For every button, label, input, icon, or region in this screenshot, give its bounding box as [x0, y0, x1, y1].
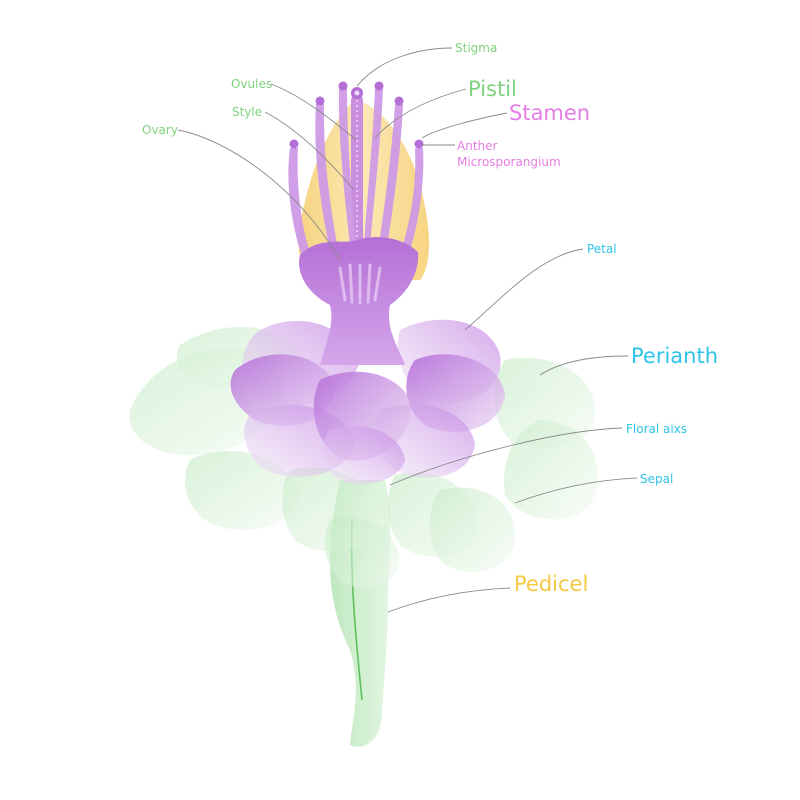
label-petal: Petal [587, 242, 617, 256]
petals-shape [230, 319, 505, 484]
label-ovary: Ovary [142, 123, 178, 137]
label-microsporangium: Microsporangium [457, 155, 561, 169]
style-shape [351, 95, 363, 255]
label-style: Style [232, 105, 262, 119]
label-ovules: Ovules [231, 77, 272, 91]
label-stigma: Stigma [455, 41, 497, 55]
stigma-shape [351, 87, 363, 99]
label-perianth: Perianth [631, 344, 718, 368]
label-anther: Anther [457, 139, 498, 153]
label-pedicel: Pedicel [514, 572, 588, 596]
anthers-shape [289, 81, 424, 149]
stamens-shape [288, 88, 424, 268]
label-pistil: Pistil [468, 77, 517, 101]
ovary-shape [299, 237, 419, 365]
label-stamen: Stamen [509, 101, 590, 125]
label-floral-axis: Floral aixs [626, 422, 687, 436]
label-sepal: Sepal [640, 472, 673, 486]
leader-lines [177, 47, 638, 613]
